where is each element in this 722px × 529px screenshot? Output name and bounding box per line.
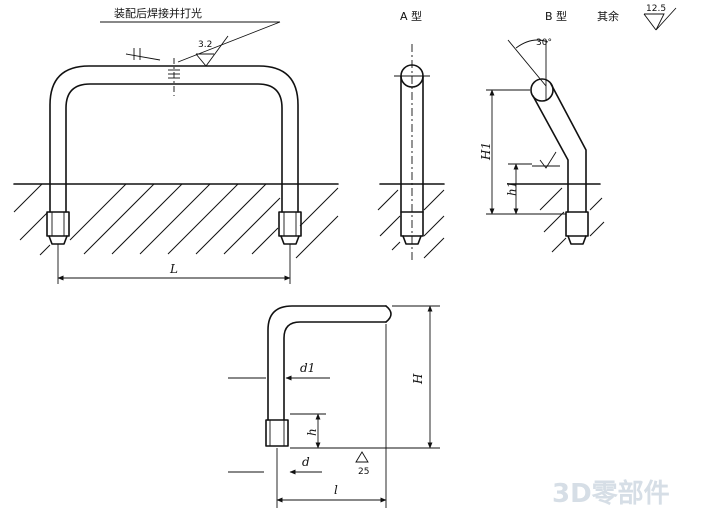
dim-d: d xyxy=(302,455,310,469)
dim-H1: H1 xyxy=(479,142,493,161)
type-b-label: B 型 xyxy=(545,9,567,23)
dim-H: H xyxy=(411,373,425,385)
dim-d1: d1 xyxy=(300,361,315,375)
ground-hatching xyxy=(13,183,339,259)
roughness-bottom: 25 xyxy=(358,467,369,477)
roughness-other: 12.5 xyxy=(646,4,666,14)
bend-detail-view: H h d1 d l 25 xyxy=(228,305,440,508)
roughness-weld: 3.2 xyxy=(198,40,212,50)
type-b-hatching xyxy=(539,187,605,253)
weld-note: 装配后焊接并打光 xyxy=(114,6,202,20)
angle-label: 30° xyxy=(536,38,552,48)
type-b-view: B 型 其余 12.5 30° H1 h1 xyxy=(479,4,677,253)
roughness-other-prefix: 其余 xyxy=(597,9,619,23)
dim-h: h xyxy=(305,428,319,436)
type-a-label: A 型 xyxy=(400,9,422,23)
watermark-text: 3D零部件 xyxy=(552,479,670,509)
type-a-hatching xyxy=(377,189,445,259)
type-a-view: A 型 xyxy=(377,9,445,262)
dim-h1: h1 xyxy=(505,181,519,196)
front-view: L 装配后焊接并打光 3.2 xyxy=(13,6,339,284)
dim-l: l xyxy=(334,483,338,497)
dim-L: L xyxy=(169,262,178,276)
